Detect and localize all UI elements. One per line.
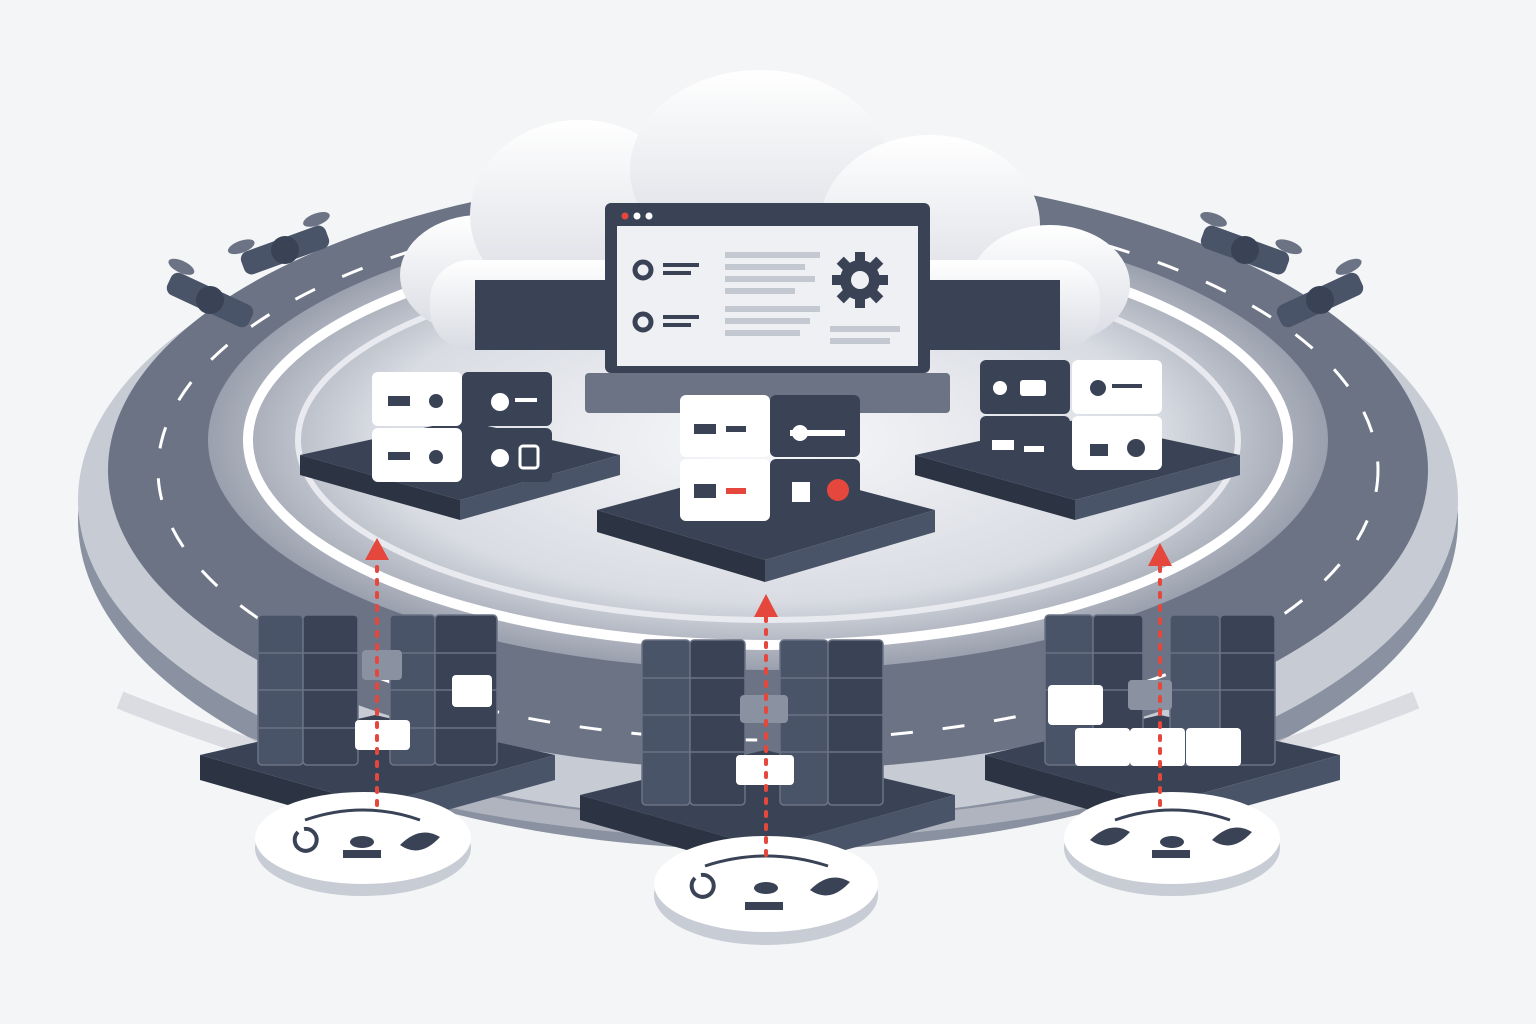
- drone-icon: [1200, 212, 1303, 275]
- leaf-icon: [1212, 827, 1252, 846]
- drone-icon: [1263, 258, 1364, 328]
- arrow-up-icon: [365, 538, 389, 560]
- upper-node-right: [915, 360, 1240, 520]
- monitor: [585, 203, 950, 413]
- location-icon: [792, 479, 849, 502]
- gear-icon: [832, 252, 888, 308]
- dial-left: [255, 792, 471, 896]
- button-icon: [745, 902, 783, 910]
- edge-node-right: [985, 614, 1340, 830]
- arrow-up-icon: [754, 594, 778, 617]
- button-icon: [343, 850, 381, 858]
- settings-icon: [388, 394, 443, 408]
- upper-node-center: [597, 395, 935, 582]
- tool-icon: [790, 425, 845, 441]
- dial-right: [1064, 792, 1280, 896]
- tool-icon: [491, 444, 540, 470]
- tool-icon: [1090, 439, 1145, 457]
- settings-icon: [694, 424, 746, 434]
- leaf-icon: [491, 393, 537, 411]
- dials: [255, 792, 1280, 945]
- dial-center: [654, 836, 878, 945]
- text-lines: [725, 252, 900, 344]
- chart-icon: [993, 380, 1046, 396]
- drone-icon: [166, 258, 267, 328]
- swipe-arrow-icon: [292, 826, 319, 853]
- drone-icon: [227, 212, 330, 275]
- arrow-up-icon: [1148, 543, 1172, 566]
- edge-node-left: [200, 614, 555, 830]
- core-servers: [475, 280, 1060, 350]
- data-flows: [365, 538, 1172, 857]
- leaf-icon: [1090, 827, 1130, 846]
- upper-node-left: [300, 372, 620, 520]
- leaf-icon: [1090, 380, 1142, 396]
- leaf-icon: [400, 832, 440, 851]
- flow-right: [1148, 543, 1172, 807]
- settings-icon: [992, 440, 1044, 452]
- swipe-arrow-icon: [689, 872, 716, 899]
- drones: [166, 212, 1364, 328]
- button-icon: [1152, 850, 1190, 858]
- bar-lines-icon: [663, 263, 699, 327]
- donut-chart-icon: [632, 259, 654, 281]
- donut-chart-icon: [632, 311, 654, 333]
- location-icon: [694, 484, 746, 498]
- chart-icon: [388, 450, 443, 464]
- flow-left: [365, 538, 389, 807]
- flow-center: [754, 594, 778, 857]
- leaf-icon: [810, 877, 850, 896]
